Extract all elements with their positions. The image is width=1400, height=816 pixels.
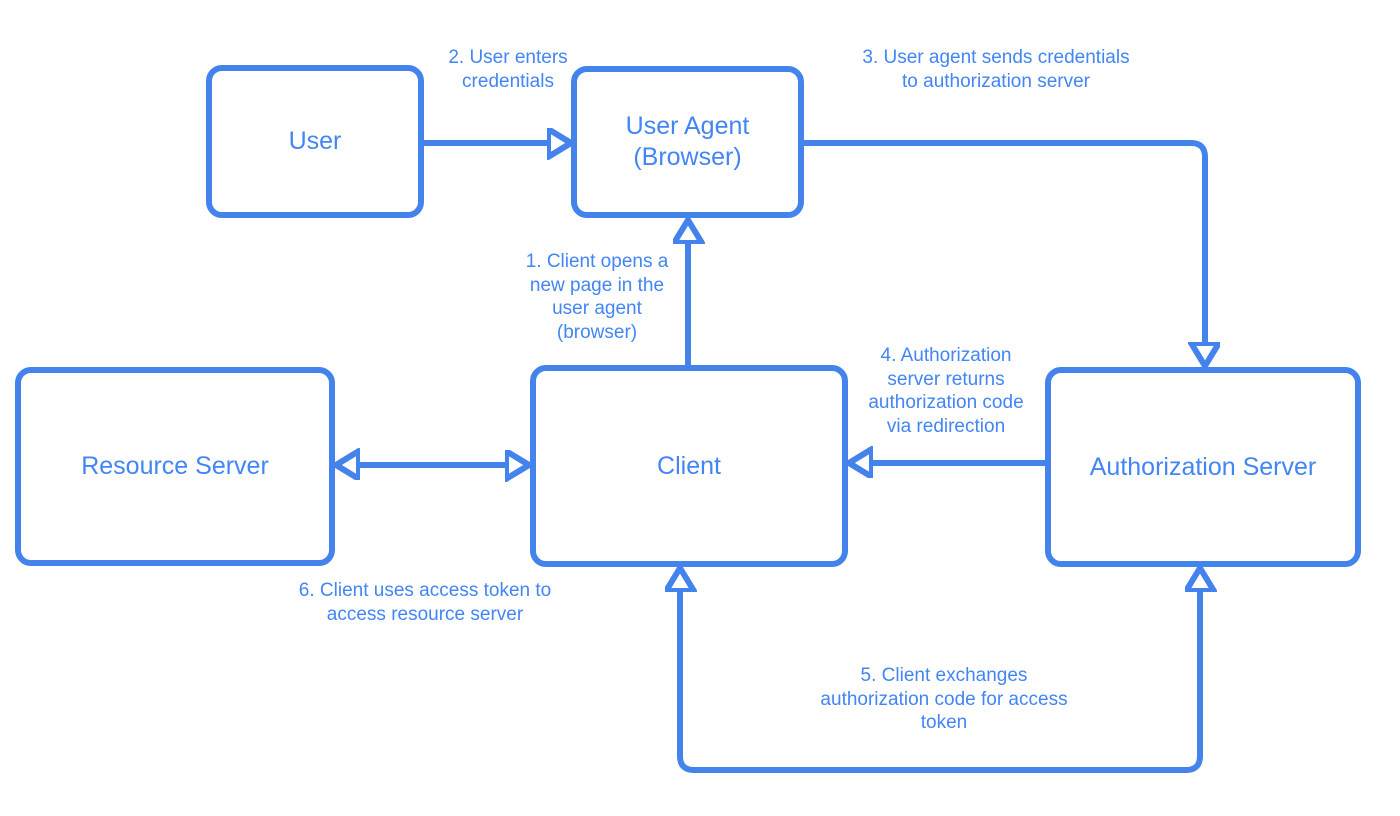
node-authorization-server: Authorization Server [1045, 367, 1361, 567]
node-user: User [206, 65, 424, 218]
annotation-step-1: 1. Client opens a new page in the user a… [525, 251, 669, 343]
annotation-step-6: 6. Client uses access token to access re… [298, 580, 552, 625]
arrow-user-agent-to-auth-server [802, 140, 1205, 344]
arrow-client-auth-server-loop [680, 590, 1200, 773]
annotation-step-3: 3. User agent sends credentials to autho… [862, 47, 1130, 92]
annotation-step-2: 2. User enters credentials [448, 47, 568, 92]
node-client: Client [530, 365, 848, 567]
annotation-step-5: 5. Client exchanges authorization code f… [820, 665, 1068, 733]
node-resource-server: Resource Server [15, 367, 335, 566]
node-user-agent: User Agent (Browser) [571, 66, 804, 218]
annotation-step-4: 4. Authorization server returns authoriz… [868, 345, 1024, 437]
